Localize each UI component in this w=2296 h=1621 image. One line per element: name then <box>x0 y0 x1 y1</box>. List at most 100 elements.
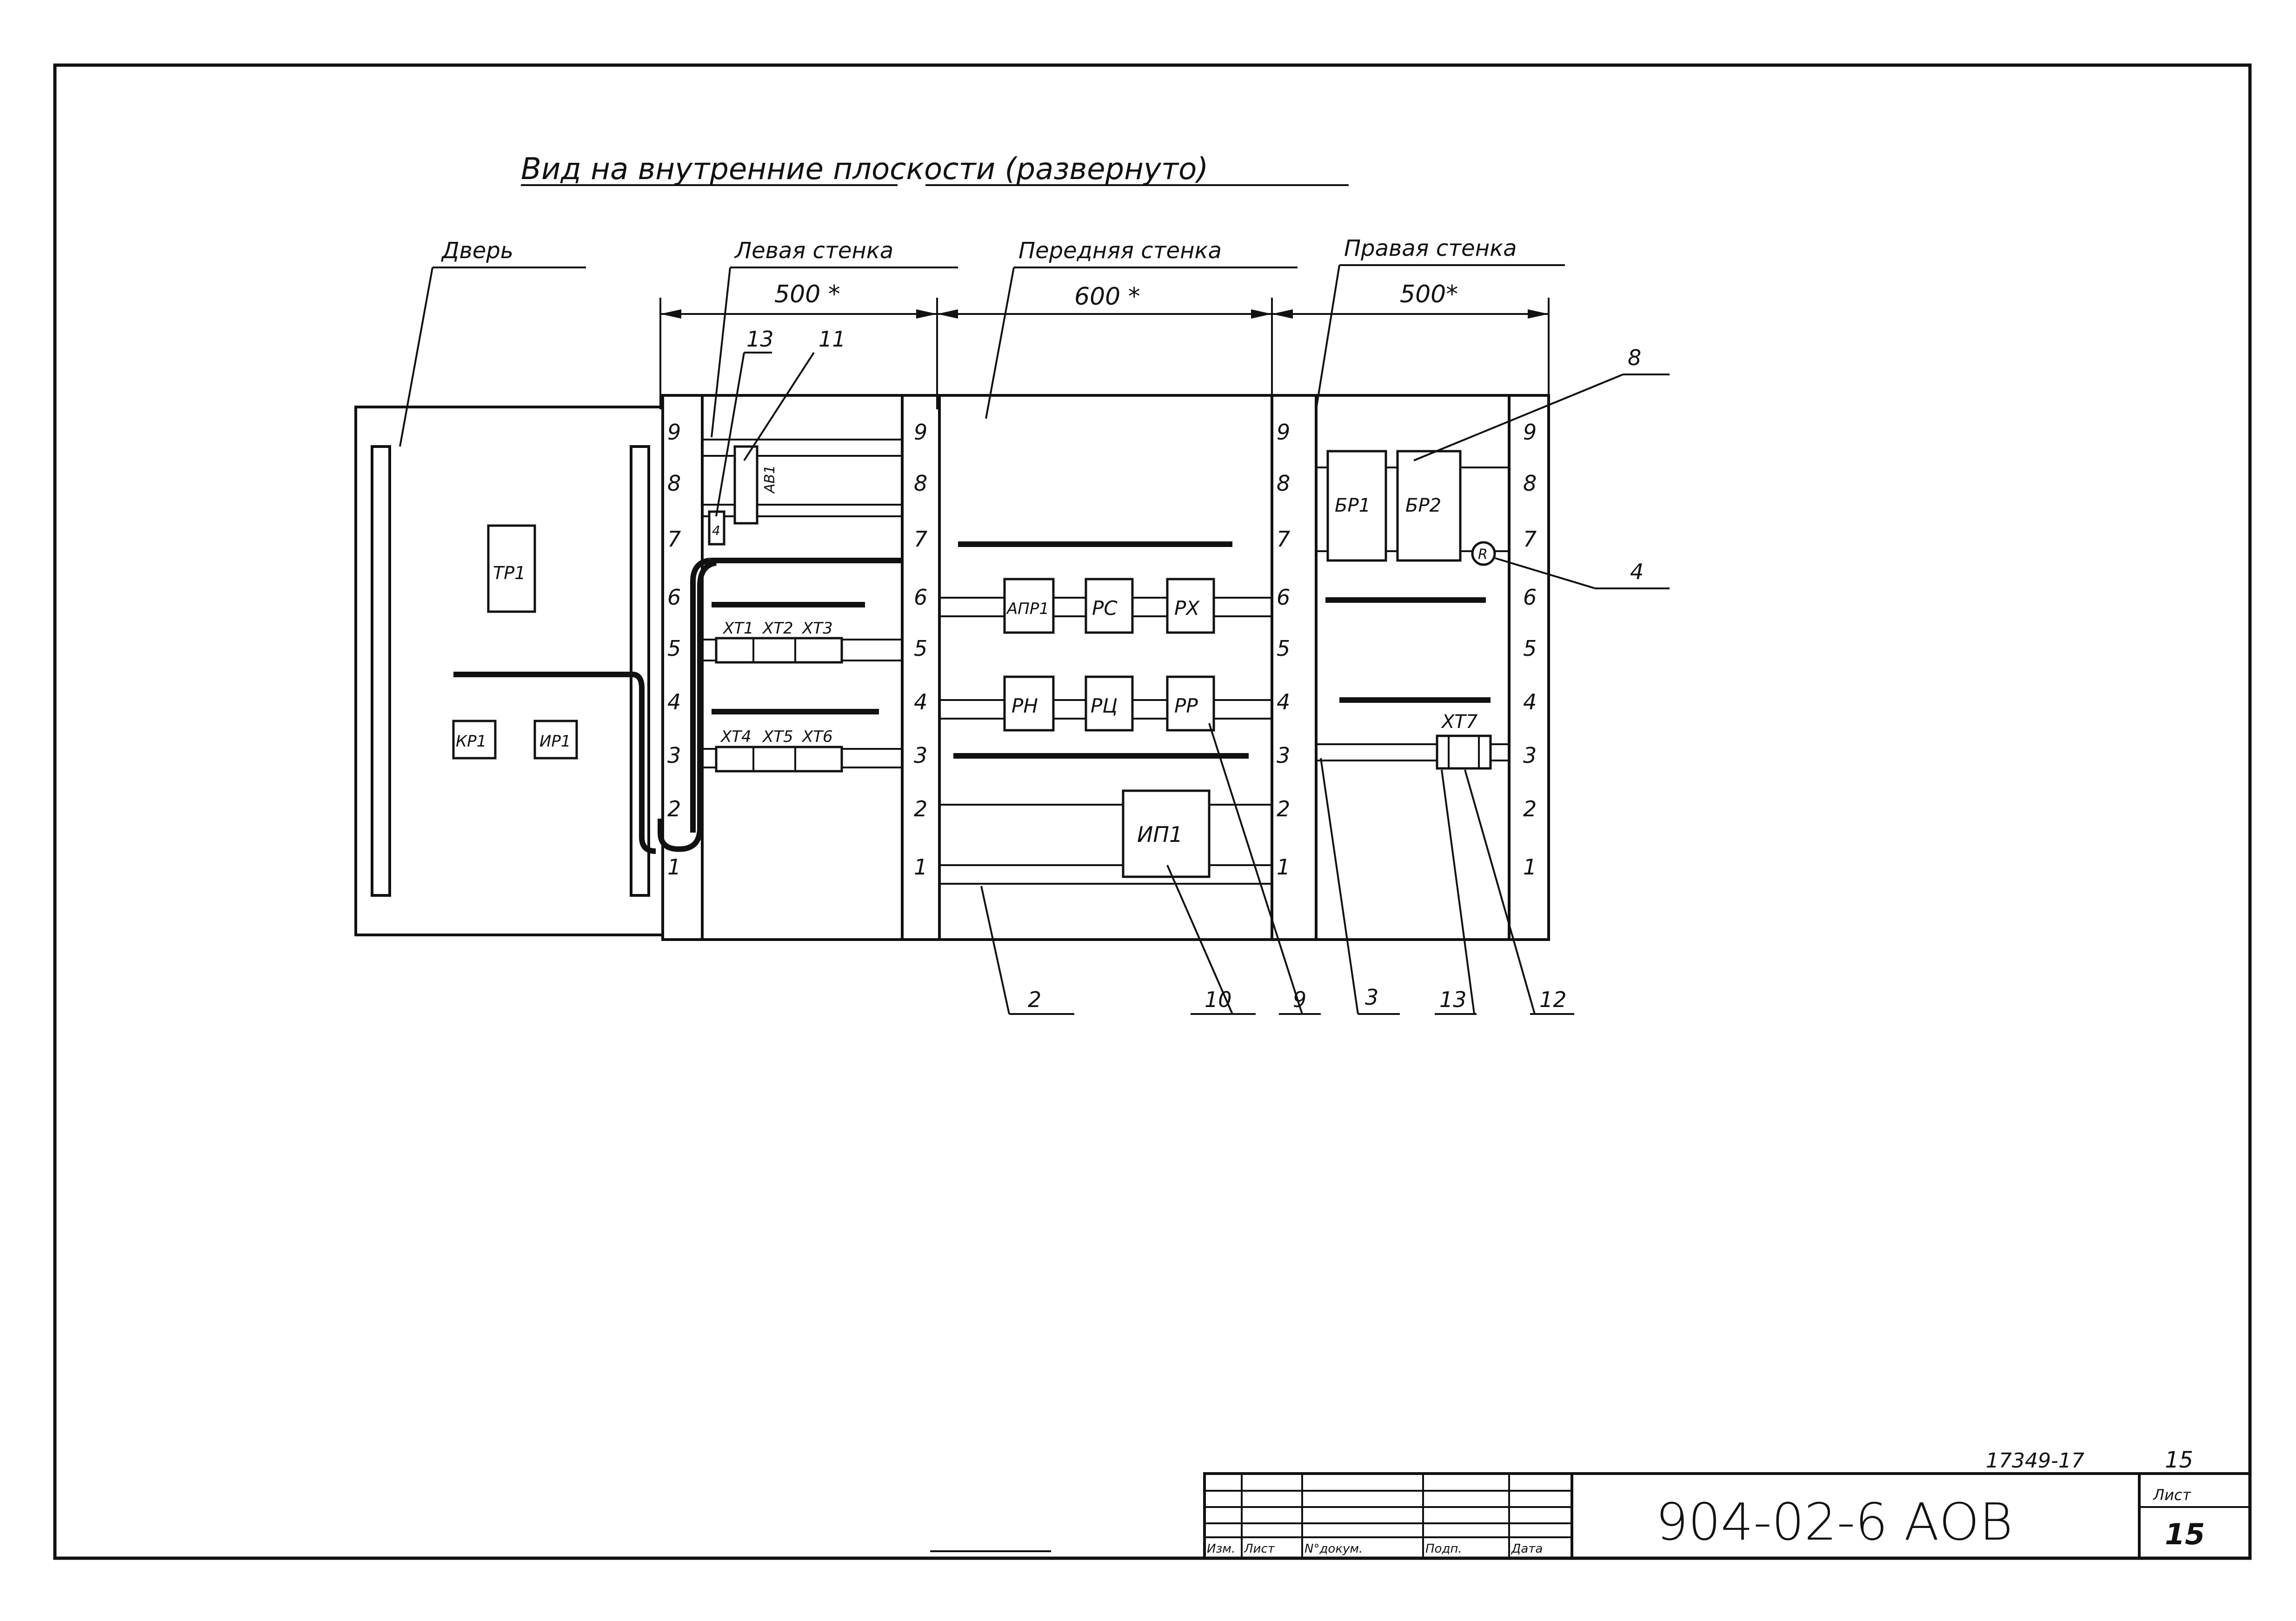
resistor-r <box>1471 541 1496 566</box>
rail-numbers-col2: 9 8 7 6 5 4 3 2 1 <box>914 420 927 880</box>
label-xt2: ХТ2 <box>762 619 793 638</box>
left-wall-label: Левая стенка <box>734 238 893 264</box>
relay-apr1 <box>1003 578 1055 634</box>
right-wall-leader-2 <box>1315 265 1340 410</box>
svg-text:4: 4 <box>667 689 681 714</box>
tb-col-date: Дата <box>1511 1542 1543 1556</box>
svg-text:5: 5 <box>914 636 927 661</box>
dimension-lines <box>659 298 1550 409</box>
door-label-ip1: ИР1 <box>539 732 571 751</box>
svg-text:7: 7 <box>1523 527 1537 552</box>
label-br2: БР2 <box>1405 495 1441 516</box>
right-wall-label: Правая стенка <box>1344 235 1517 261</box>
title-block <box>1203 1472 2251 1560</box>
svg-text:9: 9 <box>1523 420 1537 445</box>
left-breaker-av1 <box>733 445 759 525</box>
label-rs: РС <box>1092 597 1118 620</box>
relay-rx <box>1166 578 1215 634</box>
terminal-strip-xt4-xt6 <box>715 746 843 773</box>
svg-text:2: 2 <box>667 796 681 821</box>
svg-text:8: 8 <box>1277 471 1290 496</box>
door-device-kp1 <box>452 720 497 760</box>
label-rx: РХ <box>1174 597 1200 620</box>
svg-text:7: 7 <box>914 527 927 552</box>
door-label-kp1: КР1 <box>456 732 486 751</box>
svg-text:1: 1 <box>667 854 681 880</box>
svg-text:2: 2 <box>914 796 927 821</box>
svg-text:3: 3 <box>667 743 681 768</box>
svg-text:2: 2 <box>1523 796 1537 821</box>
svg-text:7: 7 <box>1277 527 1290 552</box>
label-xt1: ХТ1 <box>722 619 754 638</box>
label-xt5: ХТ5 <box>762 727 793 746</box>
svg-text:1: 1 <box>1523 854 1537 880</box>
svg-text:9: 9 <box>667 420 681 445</box>
svg-text:5: 5 <box>1277 636 1290 661</box>
callout-3: 3 <box>1365 985 1378 1010</box>
callout-9: 9 <box>1293 987 1306 1012</box>
dimension-left: 500 * <box>774 280 840 308</box>
sheet-frame <box>53 63 2252 1560</box>
label-xt7: ХТ7 <box>1441 711 1478 733</box>
relay-rs <box>1085 578 1134 634</box>
svg-text:8: 8 <box>914 471 927 496</box>
callout-13-left: 13 <box>746 327 774 352</box>
callout-4: 4 <box>1630 559 1644 584</box>
label-rc: РЦ <box>1091 694 1118 717</box>
label-small-device: 4 <box>712 523 720 538</box>
door-device-ip1 <box>533 720 578 760</box>
svg-text:5: 5 <box>1523 636 1537 661</box>
svg-text:4: 4 <box>1277 689 1290 714</box>
door-label: Дверь <box>441 238 513 264</box>
label-rn: РН <box>1012 694 1038 717</box>
door-relay-tp1 <box>487 524 536 613</box>
label-rr: РР <box>1174 694 1198 717</box>
terminal-strip-xt1-xt3 <box>715 637 843 664</box>
label-ip1: ИП1 <box>1137 822 1183 847</box>
label-br1: БР1 <box>1335 495 1371 516</box>
sheet-value: 15 <box>2165 1517 2205 1551</box>
svg-text:5: 5 <box>667 636 681 661</box>
svg-text:4: 4 <box>914 689 927 714</box>
right-wall-panel <box>1271 394 1550 941</box>
label-av1: АВ1 <box>762 465 778 494</box>
callout-2: 2 <box>1028 987 1041 1012</box>
label-xt3: ХТ3 <box>801 619 833 638</box>
callout-leaders <box>715 352 1670 1015</box>
relay-rc <box>1085 675 1134 732</box>
callout-11: 11 <box>819 327 846 352</box>
dimension-right: 500* <box>1400 280 1458 308</box>
label-xt6: ХТ6 <box>801 727 833 746</box>
door-label-tp1: ТР1 <box>493 563 526 583</box>
svg-text:3: 3 <box>1523 743 1537 768</box>
svg-text:4: 4 <box>1523 689 1537 714</box>
svg-text:7: 7 <box>667 527 681 552</box>
svg-text:9: 9 <box>914 420 927 445</box>
dimension-front: 600 * <box>1074 283 1140 311</box>
sheet-number-top: 15 <box>2165 1447 2193 1473</box>
drawing-title: Вид на внутренние плоскости (развернуто) <box>521 152 1208 187</box>
terminal-xt7 <box>1436 734 1492 770</box>
svg-text:9: 9 <box>1277 420 1290 445</box>
inventory-number: 17349-17 <box>1986 1449 2084 1473</box>
label-apr1: АПР1 <box>1006 600 1049 618</box>
svg-text:6: 6 <box>1277 585 1290 610</box>
svg-text:6: 6 <box>667 585 681 610</box>
svg-text:2: 2 <box>1277 796 1290 821</box>
relay-rr <box>1166 675 1215 732</box>
front-wall-label: Передняя стенка <box>1018 238 1222 264</box>
svg-text:1: 1 <box>1277 854 1290 880</box>
front-wall-panel <box>901 394 1318 941</box>
rail-numbers-col3: 9 8 7 6 5 4 3 2 1 <box>1277 420 1290 880</box>
svg-text:3: 3 <box>914 743 927 768</box>
svg-text:6: 6 <box>914 585 927 610</box>
left-wall-panel <box>658 394 941 941</box>
label-xt4: ХТ4 <box>720 727 752 746</box>
svg-text:1: 1 <box>914 854 927 880</box>
relay-rn <box>1003 675 1055 732</box>
svg-text:8: 8 <box>1523 471 1537 496</box>
tb-col-izm: Изм. <box>1207 1542 1235 1556</box>
designation: 904-02-6 АОВ <box>1656 1492 2013 1552</box>
callout-8: 8 <box>1628 345 1641 370</box>
